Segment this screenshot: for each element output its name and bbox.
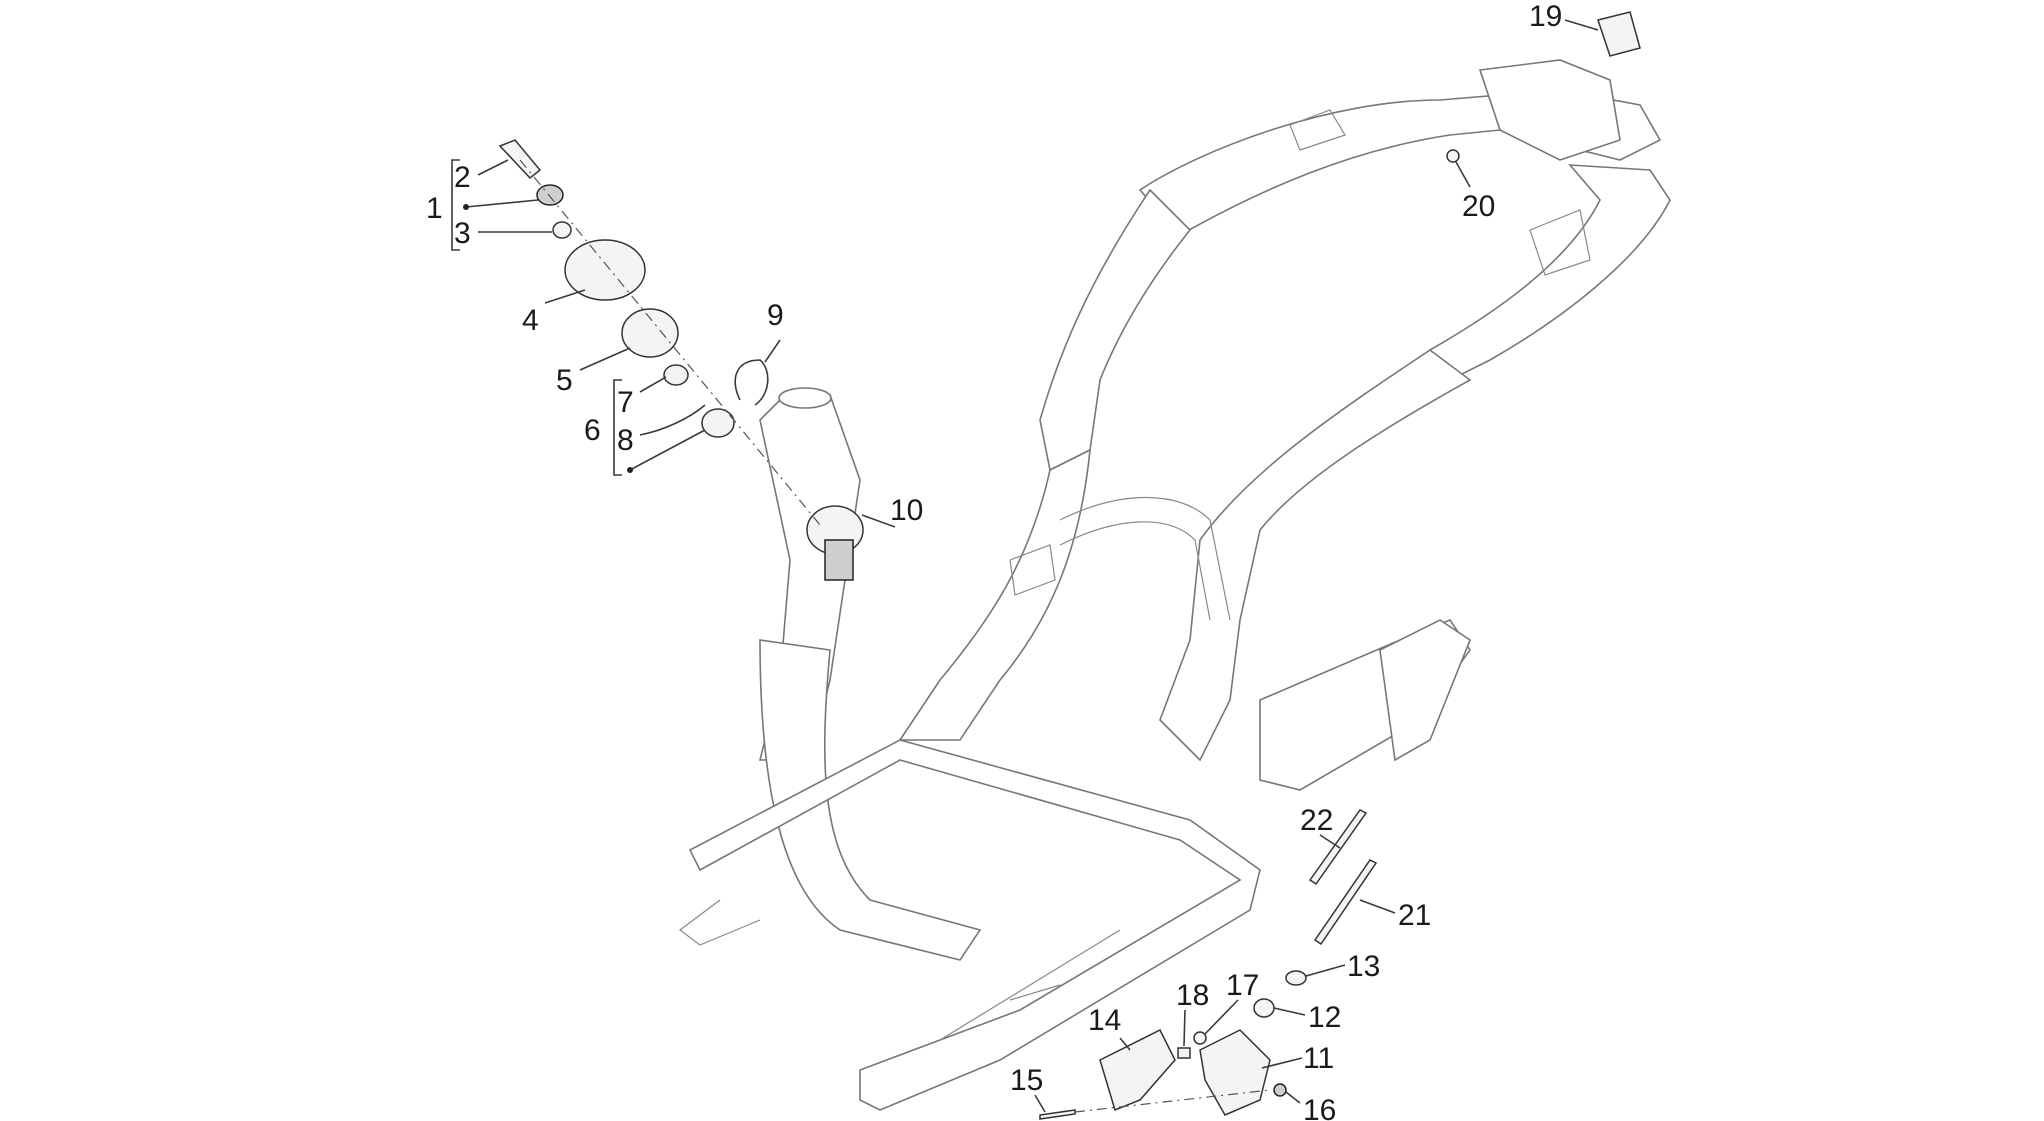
axis-stand [1074,1089,1271,1113]
label-part-18: 18 [1176,979,1209,1012]
part-rod-21 [1313,859,1378,946]
part-screw-17 [1193,1031,1207,1045]
leader-6-dot [629,429,706,471]
label-part-19: 19 [1529,0,1562,33]
frame-tab-1 [1289,109,1346,151]
label-part-10: 10 [890,494,923,527]
frame-left-upper-tube [1039,188,1192,472]
frame-center-tube [898,448,1091,741]
leader-1-dot [465,199,539,208]
leader-9 [764,339,781,363]
label-part-2: 2 [454,161,471,194]
bracket-1 [451,159,460,251]
label-part-8: 8 [617,424,634,457]
leader-13 [1305,964,1346,977]
label-part-6: 6 [584,414,601,447]
frame-tab-2 [1529,209,1591,276]
leader-22 [1319,834,1341,849]
leader-2 [477,159,509,176]
leader-15 [1034,1094,1046,1113]
leader-lines [451,19,1599,1113]
label-part-17: 17 [1226,969,1259,1002]
part-lock-cylinder [536,184,564,206]
label-part-15: 15 [1010,1064,1043,1097]
leader-10 [861,514,896,528]
leader-16 [1285,1091,1301,1104]
label-part-3: 3 [454,217,471,250]
label-part-1: 1 [426,192,443,225]
axis-lock [519,159,821,526]
frame-tab-3 [1009,544,1056,596]
leader-19 [1564,19,1599,31]
part-pin-15 [1039,1109,1076,1120]
frame-rear-right-tube [1428,164,1671,382]
part-lock-housing [621,308,679,358]
parts [498,11,1641,1120]
label-part-7: 7 [617,386,634,419]
label-part-5: 5 [556,364,573,397]
scooter-frame [679,59,1671,1111]
leader-11 [1261,1057,1303,1069]
label-part-21: 21 [1398,899,1431,932]
part-connector-plug [824,539,854,581]
label-part-12: 12 [1308,1001,1341,1034]
leader-4 [544,289,586,304]
part-ring [552,221,572,239]
part-bracket-14 [1099,1028,1176,1112]
frame-cross-bar [1059,496,1231,621]
label-part-9: 9 [767,299,784,332]
leader-7 [639,376,667,393]
label-part-13: 13 [1347,950,1380,983]
bracket-6 [613,379,622,476]
part-side-stand [1199,1029,1271,1116]
label-part-11: 11 [1303,1042,1334,1075]
leader-17 [1204,999,1239,1035]
frame-floor-rail [679,899,1121,1041]
part-rear-plate [1597,11,1641,57]
leader-8 [639,404,706,436]
label-part-4: 4 [522,304,539,337]
assembly-axes [519,159,1271,1113]
part-clip-18 [1177,1047,1191,1059]
frame-floor [688,739,1261,1111]
frame-right-lower-tube [1159,349,1472,762]
dot-6 [627,467,633,473]
part-bolt-20 [1446,149,1460,163]
label-part-22: 22 [1300,804,1333,837]
frame-rear-top-bracket [1478,59,1621,161]
part-nut-16 [1273,1083,1287,1097]
part-lock-cover [564,239,646,301]
frame-side-plate [1379,619,1471,762]
part-spring-13 [1285,970,1307,986]
leader-18 [1183,1009,1186,1047]
leader-12 [1273,1007,1306,1016]
leader-14 [1119,1037,1131,1051]
part-cap [701,408,735,438]
label-part-14: 14 [1088,1004,1121,1037]
leader-5 [579,347,631,371]
part-spring-clip [734,359,769,406]
leader-20 [1455,161,1471,188]
leader-21 [1359,899,1396,914]
label-part-16: 16 [1303,1094,1336,1121]
label-part-20: 20 [1462,190,1495,223]
part-bushing [663,364,689,386]
part-labels: 1 2 3 4 5 6 7 8 9 10 11 12 13 14 15 16 1… [426,0,1562,1121]
dot-1 [463,204,469,210]
frame-front-down-tube [759,639,982,961]
frame-head-tube-top [778,387,832,409]
part-key [498,139,542,180]
